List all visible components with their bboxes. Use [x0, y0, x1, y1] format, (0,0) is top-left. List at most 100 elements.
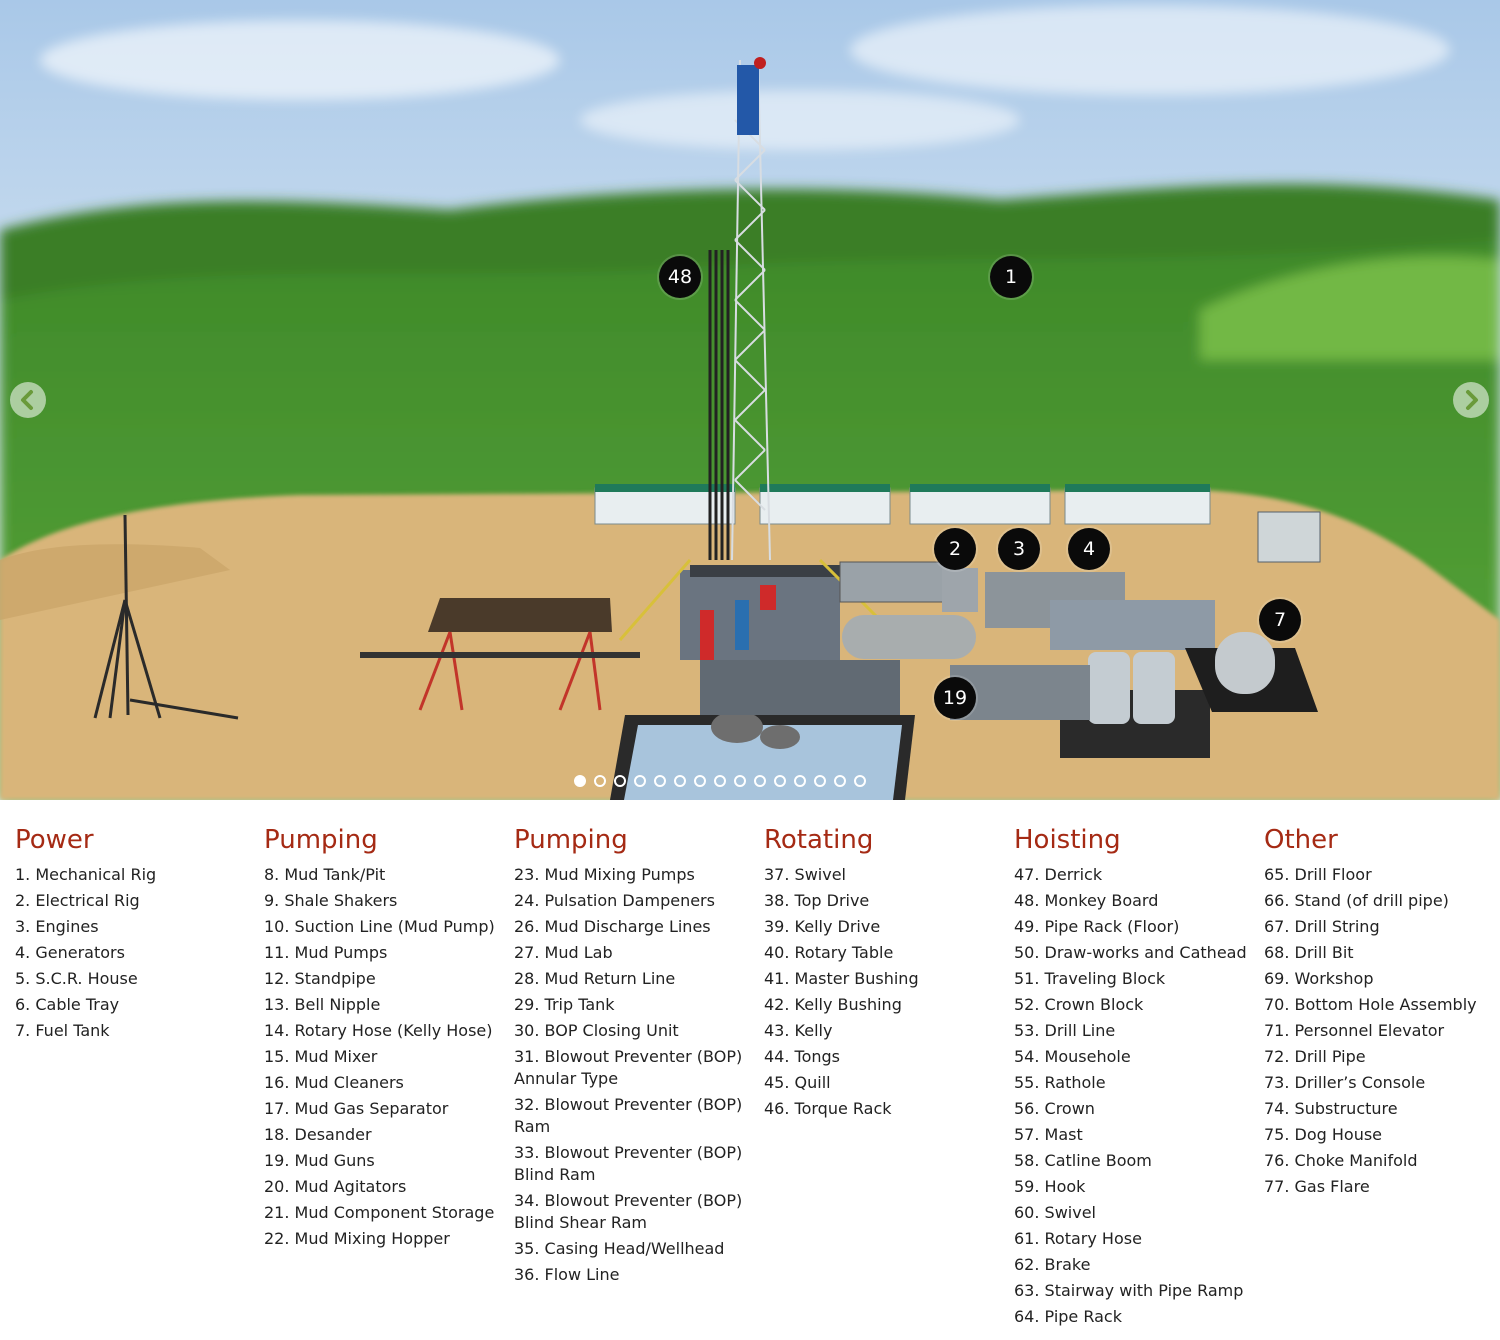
- legend-item[interactable]: 32. Blowout Preventer (BOP) Ram: [514, 1095, 743, 1136]
- legend-item[interactable]: 30. BOP Closing Unit: [514, 1021, 679, 1040]
- legend-item[interactable]: 59. Hook: [1014, 1177, 1086, 1196]
- legend-item[interactable]: 19. Mud Guns: [264, 1151, 375, 1170]
- legend-item[interactable]: 21. Mud Component Storage: [264, 1203, 495, 1222]
- legend-item[interactable]: 64. Pipe Rack: [1014, 1307, 1122, 1326]
- legend-item[interactable]: 72. Drill Pipe: [1264, 1047, 1366, 1066]
- carousel-dot[interactable]: [794, 775, 806, 787]
- carousel-dot[interactable]: [774, 775, 786, 787]
- legend-item[interactable]: 18. Desander: [264, 1125, 372, 1144]
- legend-item[interactable]: 67. Drill String: [1264, 917, 1380, 936]
- legend-item[interactable]: 38. Top Drive: [764, 891, 870, 910]
- hotspot-1[interactable]: 1: [990, 256, 1032, 298]
- legend-item[interactable]: 31. Blowout Preventer (BOP) Annular Type: [514, 1047, 743, 1088]
- carousel-dot[interactable]: [754, 775, 766, 787]
- carousel-dot[interactable]: [814, 775, 826, 787]
- legend-item[interactable]: 12. Standpipe: [264, 969, 376, 988]
- legend-item[interactable]: 13. Bell Nipple: [264, 995, 381, 1014]
- legend-item[interactable]: 58. Catline Boom: [1014, 1151, 1152, 1170]
- legend-item[interactable]: 6. Cable Tray: [15, 995, 120, 1014]
- legend-item[interactable]: 5. S.C.R. House: [15, 969, 138, 988]
- prev-slide-button[interactable]: [10, 382, 46, 418]
- legend-item[interactable]: 2. Electrical Rig: [15, 891, 140, 910]
- legend-item[interactable]: 60. Swivel: [1014, 1203, 1096, 1222]
- legend-item[interactable]: 75. Dog House: [1264, 1125, 1383, 1144]
- legend-item[interactable]: 65. Drill Floor: [1264, 865, 1372, 884]
- legend-item[interactable]: 45. Quill: [764, 1073, 831, 1092]
- legend-item[interactable]: 68. Drill Bit: [1264, 943, 1354, 962]
- legend-item[interactable]: 34. Blowout Preventer (BOP) Blind Shear …: [514, 1191, 743, 1232]
- legend-item[interactable]: 17. Mud Gas Separator: [264, 1099, 449, 1118]
- legend-item[interactable]: 62. Brake: [1014, 1255, 1091, 1274]
- legend-item[interactable]: 63. Stairway with Pipe Ramp: [1014, 1281, 1244, 1300]
- legend-item[interactable]: 73. Driller’s Console: [1264, 1073, 1426, 1092]
- hotspot-48[interactable]: 48: [659, 256, 701, 298]
- legend-item[interactable]: 52. Crown Block: [1014, 995, 1144, 1014]
- legend-item[interactable]: 14. Rotary Hose (Kelly Hose): [264, 1021, 493, 1040]
- carousel-dot[interactable]: [654, 775, 666, 787]
- legend-item[interactable]: 4. Generators: [15, 943, 125, 962]
- hotspot-4[interactable]: 4: [1068, 528, 1110, 570]
- legend-item[interactable]: 48. Monkey Board: [1014, 891, 1159, 910]
- legend-item[interactable]: 42. Kelly Bushing: [764, 995, 902, 1014]
- legend-item[interactable]: 49. Pipe Rack (Floor): [1014, 917, 1180, 936]
- legend-item[interactable]: 66. Stand (of drill pipe): [1264, 891, 1449, 910]
- legend-item[interactable]: 47. Derrick: [1014, 865, 1103, 884]
- legend-item[interactable]: 8. Mud Tank/Pit: [264, 865, 386, 884]
- legend-item[interactable]: 16. Mud Cleaners: [264, 1073, 404, 1092]
- legend-item[interactable]: 44. Tongs: [764, 1047, 841, 1066]
- legend-item[interactable]: 27. Mud Lab: [514, 943, 613, 962]
- legend-item[interactable]: 26. Mud Discharge Lines: [514, 917, 711, 936]
- legend-item[interactable]: 20. Mud Agitators: [264, 1177, 407, 1196]
- carousel-dot[interactable]: [714, 775, 726, 787]
- carousel-dot[interactable]: [574, 775, 586, 787]
- legend-item[interactable]: 46. Torque Rack: [764, 1099, 892, 1118]
- legend-item[interactable]: 74. Substructure: [1264, 1099, 1398, 1118]
- legend-item[interactable]: 43. Kelly: [764, 1021, 833, 1040]
- legend-item[interactable]: 35. Casing Head/Wellhead: [514, 1239, 725, 1258]
- legend-item[interactable]: 33. Blowout Preventer (BOP) Blind Ram: [514, 1143, 743, 1184]
- legend-item[interactable]: 36. Flow Line: [514, 1265, 620, 1284]
- legend-item[interactable]: 24. Pulsation Dampeners: [514, 891, 715, 910]
- legend-item[interactable]: 15. Mud Mixer: [264, 1047, 378, 1066]
- legend-item[interactable]: 76. Choke Manifold: [1264, 1151, 1418, 1170]
- legend-item[interactable]: 22. Mud Mixing Hopper: [264, 1229, 450, 1248]
- legend-item[interactable]: 11. Mud Pumps: [264, 943, 388, 962]
- legend-item[interactable]: 53. Drill Line: [1014, 1021, 1116, 1040]
- carousel-dot[interactable]: [634, 775, 646, 787]
- carousel-dot[interactable]: [614, 775, 626, 787]
- carousel-dot[interactable]: [674, 775, 686, 787]
- legend-item[interactable]: 3. Engines: [15, 917, 99, 936]
- hotspot-19[interactable]: 19: [934, 677, 976, 719]
- carousel-dot[interactable]: [694, 775, 706, 787]
- hotspot-2[interactable]: 2: [934, 528, 976, 570]
- legend-item[interactable]: 37. Swivel: [764, 865, 846, 884]
- legend-item[interactable]: 55. Rathole: [1014, 1073, 1106, 1092]
- legend-item[interactable]: 61. Rotary Hose: [1014, 1229, 1142, 1248]
- legend-item[interactable]: 7. Fuel Tank: [15, 1021, 110, 1040]
- legend-item[interactable]: 40. Rotary Table: [764, 943, 894, 962]
- legend-item[interactable]: 9. Shale Shakers: [264, 891, 398, 910]
- legend-item[interactable]: 41. Master Bushing: [764, 969, 919, 988]
- legend-item[interactable]: 69. Workshop: [1264, 969, 1374, 988]
- legend-item[interactable]: 77. Gas Flare: [1264, 1177, 1370, 1196]
- legend-item[interactable]: 71. Personnel Elevator: [1264, 1021, 1445, 1040]
- legend-item[interactable]: 51. Traveling Block: [1014, 969, 1166, 988]
- carousel-dot[interactable]: [834, 775, 846, 787]
- legend-item[interactable]: 10. Suction Line (Mud Pump): [264, 917, 495, 936]
- carousel-dot[interactable]: [854, 775, 866, 787]
- legend-item[interactable]: 28. Mud Return Line: [514, 969, 676, 988]
- legend-item[interactable]: 54. Mousehole: [1014, 1047, 1131, 1066]
- carousel-dot[interactable]: [594, 775, 606, 787]
- hotspot-3[interactable]: 3: [998, 528, 1040, 570]
- legend-item[interactable]: 70. Bottom Hole Assembly: [1264, 995, 1477, 1014]
- legend-item[interactable]: 23. Mud Mixing Pumps: [514, 865, 695, 884]
- legend-item[interactable]: 50. Draw-works and Cathead: [1014, 943, 1247, 962]
- legend-item[interactable]: 57. Mast: [1014, 1125, 1083, 1144]
- legend-item[interactable]: 56. Crown: [1014, 1099, 1095, 1118]
- carousel-dot[interactable]: [734, 775, 746, 787]
- next-slide-button[interactable]: [1453, 382, 1489, 418]
- hotspot-7[interactable]: 7: [1259, 599, 1301, 641]
- legend-item[interactable]: 39. Kelly Drive: [764, 917, 881, 936]
- legend-item[interactable]: 29. Trip Tank: [514, 995, 615, 1014]
- legend-item[interactable]: 1. Mechanical Rig: [15, 865, 157, 884]
